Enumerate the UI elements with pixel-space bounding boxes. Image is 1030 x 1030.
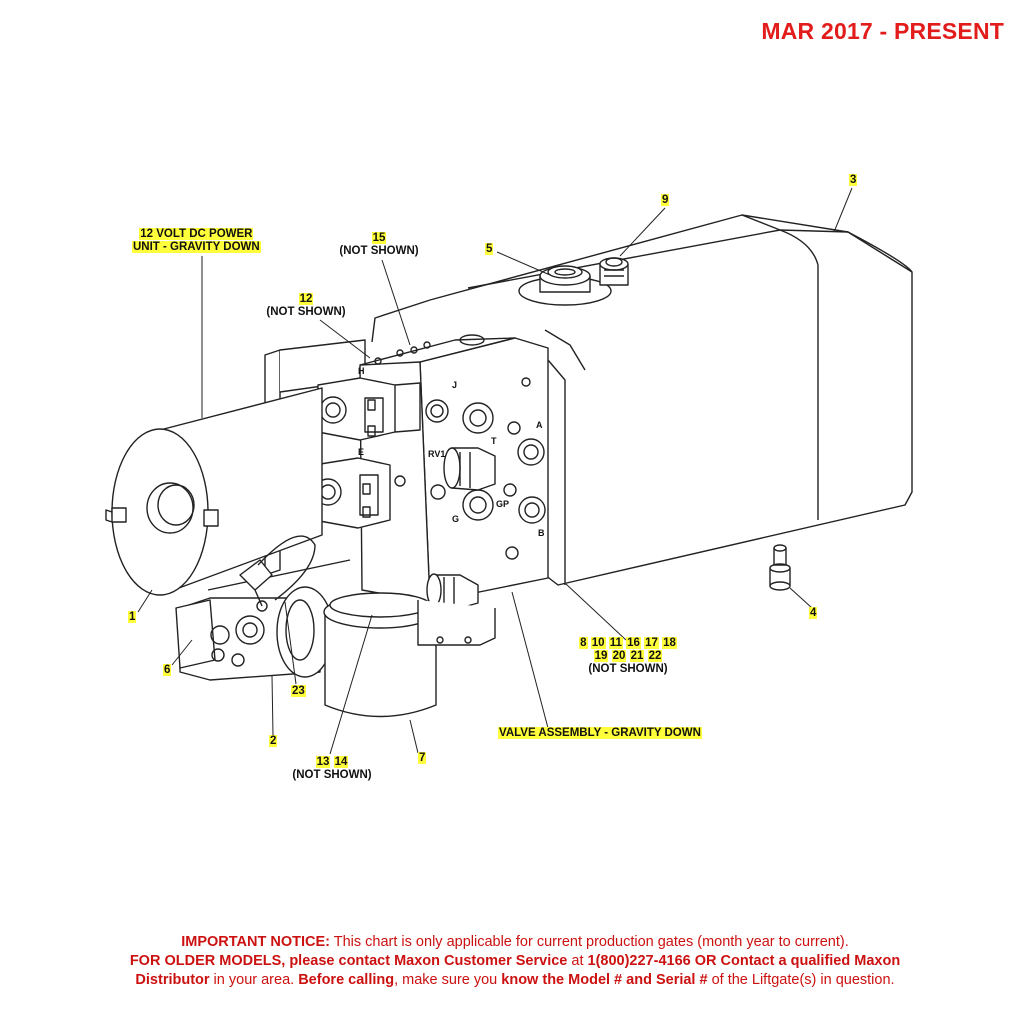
callout-9: 9 <box>661 194 670 206</box>
bottom-fitting <box>426 573 479 609</box>
callout-1: 1 <box>128 611 137 623</box>
callout-3: 3 <box>849 174 858 186</box>
fill-cap <box>518 265 612 306</box>
callout-power-unit: 12 VOLT DC POWER UNIT - GRAVITY DOWN <box>132 228 261 253</box>
port-label-e: E <box>358 447 364 457</box>
leader-lines <box>137 187 853 755</box>
port-letters: H E J A T RV1 GP G B <box>358 366 545 538</box>
breather-fitting <box>599 257 629 286</box>
callout-valve-assembly: VALVE ASSEMBLY - GRAVITY DOWN <box>498 727 702 739</box>
callout-12: 12 (NOT SHOWN) <box>266 293 346 318</box>
drain-plug <box>769 544 791 591</box>
reservoir-tank <box>371 214 913 586</box>
electric-motor <box>105 387 351 596</box>
relief-valve-fitting <box>443 447 496 491</box>
callout-15: 15 (NOT SHOWN) <box>339 232 419 257</box>
port-label-h: H <box>358 366 365 376</box>
callout-4: 4 <box>809 607 818 619</box>
important-notice: IMPORTANT NOTICE: This chart is only app… <box>129 934 901 988</box>
pump <box>175 535 334 681</box>
callout-5: 5 <box>485 243 494 255</box>
callout-2: 2 <box>269 735 278 747</box>
port-label-a: A <box>536 420 543 430</box>
filter-canister <box>323 592 437 718</box>
port-label-t: T <box>491 436 497 446</box>
callout-7: 7 <box>418 752 427 764</box>
date-range-title: MAR 2017 - PRESENT <box>761 18 1004 44</box>
callout-23: 23 <box>291 685 306 697</box>
port-label-b: B <box>538 528 545 538</box>
solenoid-h <box>317 377 421 441</box>
port-label-j: J <box>452 380 457 390</box>
port-label-rv1: RV1 <box>428 449 445 459</box>
lower-bracket <box>417 600 496 646</box>
callout-6: 6 <box>163 664 172 676</box>
port-label-g: G <box>452 514 459 524</box>
callout-not-shown-group: 8 10 11 16 17 18 19 20 21 22 (NOT SHOWN) <box>579 637 677 675</box>
port-label-gp: GP <box>496 499 509 509</box>
callout-13-14: 13 14 (NOT SHOWN) <box>292 756 372 781</box>
